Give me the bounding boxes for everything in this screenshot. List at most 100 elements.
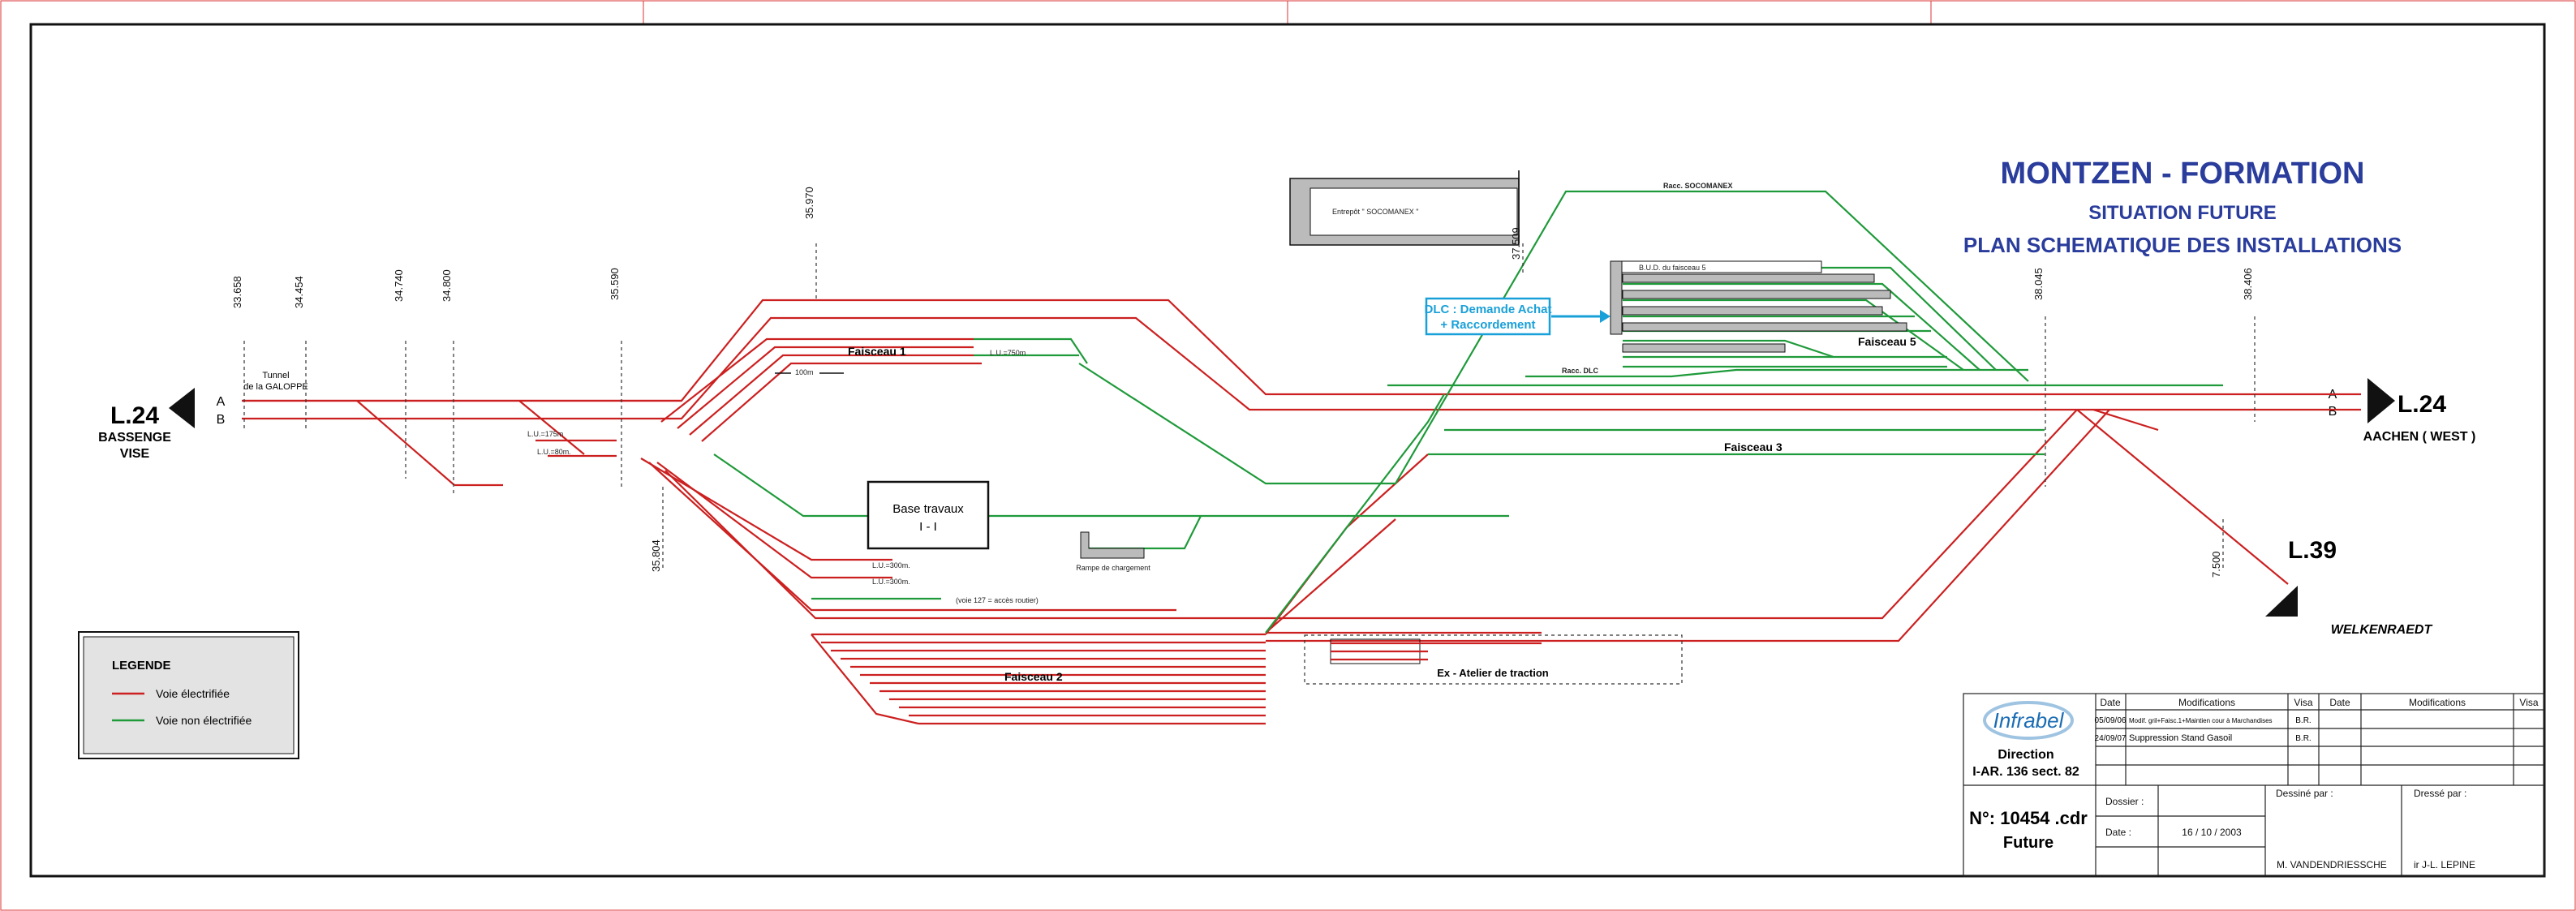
crossover-x <box>1265 518 1396 634</box>
drawing-status: Future <box>2003 834 2053 852</box>
voie127-label: (voie 127 = accès routier) <box>956 596 1039 604</box>
scale-label: 100m <box>795 368 814 376</box>
racc-socomanex-label: Racc. SOCOMANEX <box>1663 182 1733 190</box>
lu300b-label: L.U.=300m. <box>872 578 910 586</box>
mod-row2-text: Suppression Stand Gasoil <box>2129 733 2232 743</box>
atelier-label: Ex - Atelier de traction <box>1437 667 1549 679</box>
dest-aachen: AACHEN ( WEST ) <box>2363 430 2476 444</box>
infrabel-logo: Infrabel <box>1983 701 2074 740</box>
legend-non-electrified: Voie non électrifiée <box>156 714 252 727</box>
km-marker-label: 34.740 <box>393 269 405 302</box>
line-l39-label: L.39 <box>2288 537 2337 564</box>
dlc-callout: DLC : Demande Achat + Raccordement <box>1425 297 1611 336</box>
faisceau5-tracks <box>1623 266 1997 371</box>
dlc-arrow-icon <box>1600 310 1611 323</box>
dlc-line1: DLC : Demande Achat <box>1425 303 1552 316</box>
track-b-east: B <box>2329 405 2337 419</box>
infrabel-logo-swoosh-icon <box>1983 701 2074 740</box>
line-l24-west: L.24 BASSENGE VISE A B <box>98 388 226 461</box>
arrow-l39-icon <box>2265 586 2298 617</box>
faisceau2-tracks <box>811 453 1429 725</box>
f1-ext-a <box>974 337 1088 364</box>
mod-row1-date: 05/09/06 <box>2095 716 2127 725</box>
track-a-west: A <box>217 395 226 409</box>
mods-header-mod2: Modifications <box>2409 697 2466 708</box>
title-plan: PLAN SCHEMATIQUE DES INSTALLATIONS <box>1963 233 2402 257</box>
socomanex-warehouse-label: Entrepôt " SOCOMANEX " <box>1332 208 1418 216</box>
legend-electrified: Voie électrifiée <box>156 687 230 700</box>
lu750-label: L.U.=750m <box>990 349 1026 357</box>
atelier-outline <box>1304 634 1683 685</box>
dlc-box <box>1425 297 1551 336</box>
km-marker-label: 35.590 <box>609 268 621 300</box>
drawing-title: MONTZEN - FORMATION SITUATION FUTURE PLA… <box>1963 157 2402 257</box>
track-1x <box>1136 409 2078 620</box>
infrabel-logo-text: Infrabel <box>1993 708 2065 733</box>
lu175-label: L.U.=175m <box>527 430 563 438</box>
dresse-value: ir J-L. LEPINE <box>2414 859 2475 870</box>
mods-header-visa2: Visa <box>2519 697 2538 708</box>
base-travaux-sub: I - I <box>919 520 937 534</box>
km-marker-label: 38.045 <box>2032 268 2045 300</box>
main-track-b <box>242 316 2361 420</box>
wx-track <box>648 462 1176 612</box>
lu300-b <box>656 462 892 579</box>
faisceau1-103 <box>689 354 974 436</box>
arrow-west-icon <box>169 388 195 428</box>
racc-dlc-label: Racc. DLC <box>1562 367 1599 375</box>
line-l24-west-label: L.24 <box>110 402 159 429</box>
km-marker-label: 34.454 <box>293 276 305 308</box>
title-subtitle: SITUATION FUTURE <box>2088 202 2277 224</box>
rampe-block <box>1080 531 1145 559</box>
date-value: 16 / 10 / 2003 <box>2182 827 2242 838</box>
dest-bassenge: BASSENGE <box>98 431 171 445</box>
non-electrified-tracks <box>713 190 2223 634</box>
km-marker-label: 7.500 <box>2210 551 2222 578</box>
track-b-west: B <box>217 413 226 427</box>
lu300a-label: L.U.=300m. <box>872 561 910 569</box>
mods-header-date1: Date <box>2100 697 2121 708</box>
km-marker-label: 34.800 <box>441 269 453 302</box>
dresse-label: Dressé par : <box>2414 788 2466 799</box>
faisceau2-label: Faisceau 2 <box>1004 670 1063 683</box>
line-l24-east-label: L.24 <box>2398 391 2446 418</box>
lu80-label: L.U.=80m. <box>537 448 571 456</box>
misc-labels: Racc. SOCOMANEX Racc. DLC 100m L.U.=750m… <box>243 182 1732 604</box>
racc-dlc <box>1525 368 2028 378</box>
bud-label: B.U.D. du faisceau 5 <box>1639 264 1706 272</box>
km-marker-label: 33.658 <box>231 276 243 308</box>
line-l24-east: L.24 AACHEN ( WEST ) A B <box>2329 378 2476 444</box>
dossier-label: Dossier : <box>2105 796 2144 807</box>
mod-row2-visa: B.R. <box>2295 734 2311 743</box>
mods-header-mod1: Modifications <box>2178 697 2235 708</box>
faisceau1-102 <box>677 346 974 429</box>
tunnel-label-2: de la GALOPPE <box>243 382 308 392</box>
track-3a <box>664 470 1136 620</box>
tunnel-label-1: Tunnel <box>262 371 289 380</box>
mods-header-date2: Date <box>2329 697 2350 708</box>
rampe-track <box>1087 515 1202 550</box>
base-travaux-box <box>867 480 990 550</box>
faisceau-labels: Faisceau 1 Faisceau 2 Faisceau 3 Faiscea… <box>848 335 1916 683</box>
dlc-line2: + Raccordement <box>1440 318 1535 332</box>
legend: LEGENDE Voie électrifiée Voie non électr… <box>78 631 299 759</box>
arrow-east-icon <box>2367 378 2395 423</box>
mod-row2-date: 24/09/07 <box>2095 734 2127 743</box>
title-block: Date Modifications Visa Date Modificatio… <box>1963 693 2545 877</box>
ex-link <box>1265 393 1445 634</box>
track-tx <box>1266 409 2110 642</box>
faisceau3-label: Faisceau 3 <box>1724 440 1783 453</box>
drawing-frame <box>29 23 2546 878</box>
mods-header-visa1: Visa <box>2294 697 2312 708</box>
km-marker-label: 38.406 <box>2242 268 2254 300</box>
km-marker-label: 37.509 <box>1510 227 1522 260</box>
km-marker-label: 35.970 <box>803 187 815 219</box>
mod-row1-text: Modif. gril+Faisc.1+Maintien cour à Marc… <box>2129 717 2273 724</box>
junction-1d <box>518 400 585 455</box>
mod-row1-visa: B.R. <box>2295 716 2311 725</box>
base-travaux-label: Base travaux <box>892 502 964 516</box>
title-main: MONTZEN - FORMATION <box>2001 157 2365 191</box>
